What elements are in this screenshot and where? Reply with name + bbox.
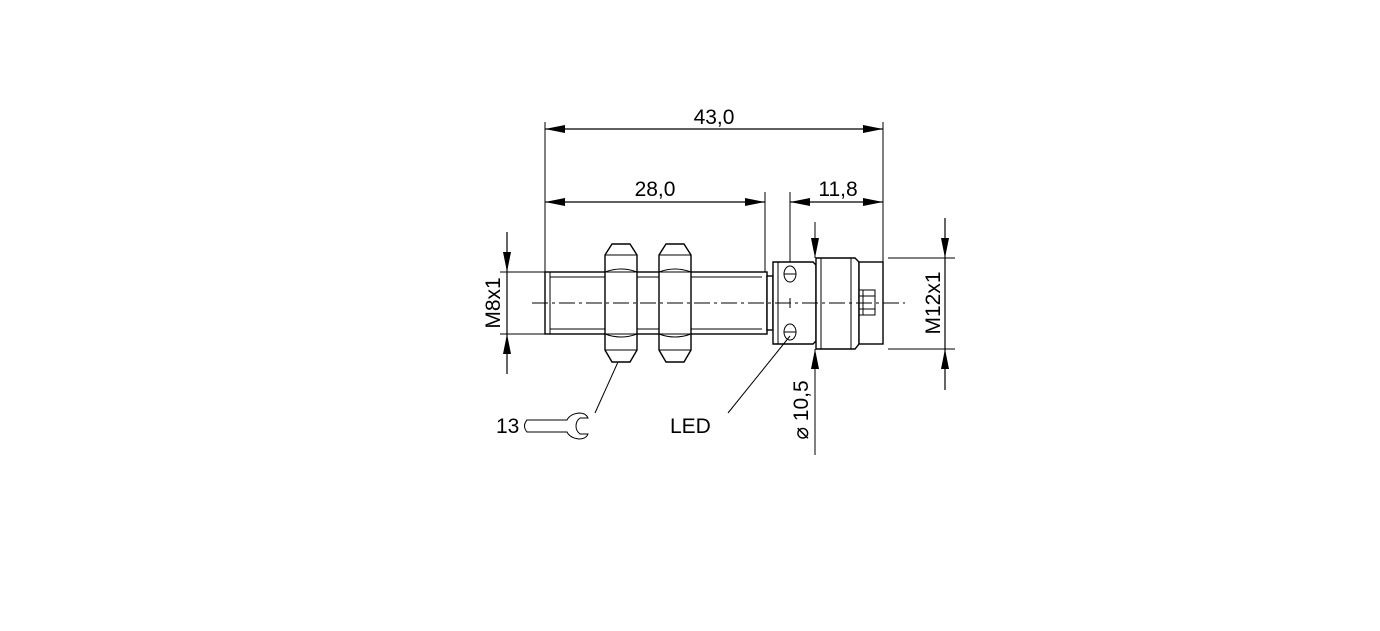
sensor-body [532, 243, 905, 363]
wrench-size-label: 13 [496, 415, 519, 438]
led-label: LED [670, 415, 711, 438]
head-length-label: 11,8 [818, 178, 857, 201]
dim-connector-thread: M12x1 [922, 218, 949, 390]
wrench-size-callout: 13 [496, 361, 619, 440]
thread-length-label: 28,0 [635, 178, 676, 201]
wrench-icon [524, 412, 589, 440]
connector-thread-label: M12x1 [922, 271, 945, 334]
led-callout: LED [670, 335, 791, 438]
thread-size-label: M8x1 [482, 277, 505, 328]
dim-diameter: ⌀ 10,5 [790, 238, 819, 440]
extension-lines [500, 122, 955, 455]
dim-thread-size: M8x1 [482, 232, 511, 374]
overall-length-label: 43,0 [694, 106, 735, 129]
m12-connector [815, 257, 884, 350]
dim-head-length: 11,8 [790, 178, 883, 206]
dim-overall-length: 43,0 [545, 106, 883, 133]
diameter-label: ⌀ 10,5 [790, 380, 813, 439]
dim-thread-length: 28,0 [545, 178, 765, 206]
